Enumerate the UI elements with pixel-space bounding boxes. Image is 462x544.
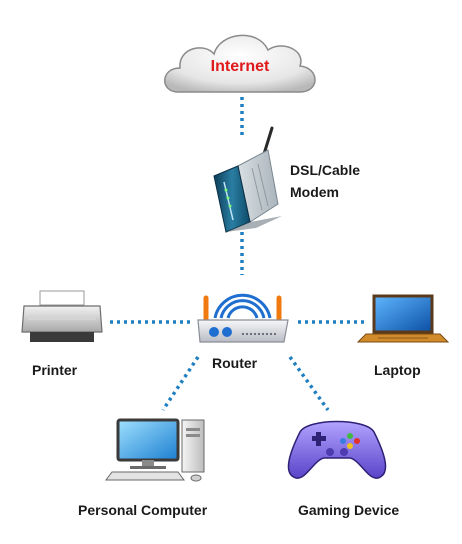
modem-label: DSL/Cable Modem xyxy=(290,159,360,203)
router-computer-link xyxy=(161,356,200,411)
router-label: Router xyxy=(212,355,258,371)
printer-icon xyxy=(21,290,103,342)
laptop-label: Laptop xyxy=(374,362,421,378)
laptop-icon xyxy=(356,294,450,343)
router-gamepad-link xyxy=(288,355,330,412)
modem-label-line1: DSL/Cable xyxy=(290,162,361,178)
gamepad-icon xyxy=(287,420,387,479)
personal-computer-label: Personal Computer xyxy=(78,502,208,518)
internet-label: Internet xyxy=(210,58,270,75)
cloud-icon xyxy=(164,34,316,93)
gaming-device-label: Gaming Device xyxy=(298,502,400,518)
modem-label-line2: Modem xyxy=(290,184,339,200)
connections xyxy=(110,97,368,412)
router-icon xyxy=(197,293,289,343)
modem-icon xyxy=(213,126,282,233)
desktop-computer-icon xyxy=(105,418,205,482)
printer-label: Printer xyxy=(32,362,78,378)
